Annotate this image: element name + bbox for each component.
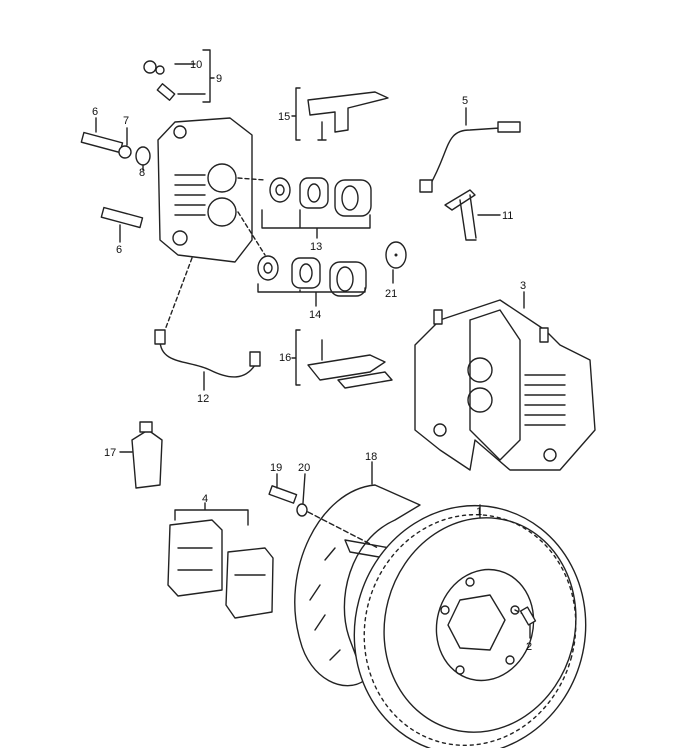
piston-kit-13 [261,177,372,239]
part-label-3: 3 [520,280,526,292]
part-label-8: 8 [139,167,145,179]
part-label-2: 2 [526,641,532,653]
screw-2 [519,606,537,639]
part-label-18: 18 [365,451,377,463]
part-label-6: 6 [92,106,98,118]
caliper-assembly-3 [414,291,596,471]
part-label-20: 20 [298,462,310,474]
bolt-washer-19-20 [268,473,379,549]
bolts-washers [80,117,151,243]
piston-kit-14 [257,255,367,307]
brake-hose-5 [419,107,521,193]
part-label-16: 16 [279,352,291,364]
part-label-15: 15 [278,111,290,123]
part-label-10: 10 [190,59,202,71]
spring-16 [291,329,393,389]
part-label-17: 17 [104,447,116,459]
part-label-9: 9 [216,73,222,85]
part-label-4: 4 [202,493,208,505]
caliper-half [157,117,266,331]
part-label-12: 12 [197,393,209,405]
part-label-1: 1 [476,506,482,518]
brake-line-12 [154,329,261,391]
part-label-6b: 6 [116,244,122,256]
brake-pads-4 [167,502,274,619]
retaining-clip-11 [444,189,501,241]
part-label-5: 5 [462,95,468,107]
bleeder-cap [143,49,215,103]
brake-disc-1 [353,504,587,748]
part-label-19: 19 [270,462,282,474]
part-label-14: 14 [309,309,321,321]
shim-21 [385,241,407,284]
part-label-7: 7 [123,115,129,127]
part-label-21: 21 [385,288,397,300]
part-label-11: 11 [502,210,513,222]
part-label-13: 13 [310,241,322,253]
grease-tube-17 [119,421,163,489]
spring-15 [291,87,389,141]
